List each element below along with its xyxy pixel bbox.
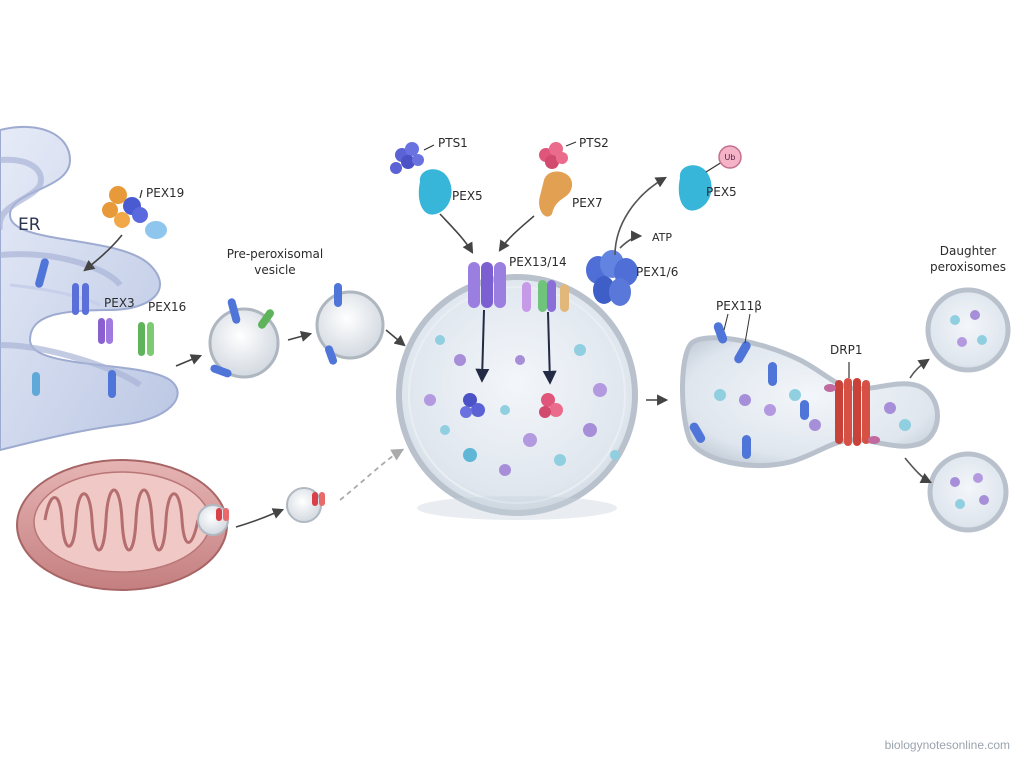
mito-derived-vesicle xyxy=(197,487,325,536)
mitochondrion-organelle xyxy=(16,459,228,591)
drp1-label: DRP1 xyxy=(830,343,863,357)
pex13-14-label: PEX13/14 xyxy=(509,255,567,269)
drp1-ring xyxy=(824,378,880,446)
er-label: ER xyxy=(18,215,41,235)
mature-peroxisome xyxy=(396,274,638,520)
pre-vesicle-label-line1: Pre-peroxisomal xyxy=(226,247,324,261)
pre-vesicle-label-line2: vesicle xyxy=(254,263,296,277)
pex1-6-complex xyxy=(586,250,638,306)
daughter-label-line1: Daughter xyxy=(939,244,997,258)
pex19-label: PEX19 xyxy=(146,186,185,200)
daughter-label-line2: peroxisomes xyxy=(930,260,1006,274)
daughter-peroxisome-2 xyxy=(927,451,1009,533)
pts1-pex5-complex xyxy=(390,142,452,215)
daughter-peroxisome-1 xyxy=(925,287,1011,373)
process-arrows xyxy=(83,176,933,528)
pex7-label: PEX7 xyxy=(572,196,603,210)
pts2-label: PTS2 xyxy=(579,136,609,150)
pex5-recycled-label: PEX5 xyxy=(706,185,737,199)
pex16-label: PEX16 xyxy=(148,300,187,314)
pre-peroxisomal-vesicle-1 xyxy=(208,298,280,379)
ub-label: Ub xyxy=(725,153,736,162)
elongating-peroxisome xyxy=(680,322,940,469)
pts2-pex7-complex xyxy=(539,141,577,217)
pex13-14-importomer xyxy=(468,262,569,312)
watermark: biologynotesonline.com xyxy=(884,738,1010,752)
recycled-pex5-ub xyxy=(678,161,723,211)
pex5-label: PEX5 xyxy=(452,189,483,203)
er-membrane xyxy=(0,125,179,452)
atp-label: ATP xyxy=(652,231,673,244)
pre-peroxisomal-vesicle-2 xyxy=(315,283,385,365)
pts1-label: PTS1 xyxy=(438,136,468,150)
pex3-label: PEX3 xyxy=(104,296,135,310)
matrix-cargo xyxy=(424,335,620,476)
pex11b-label: PEX11β xyxy=(716,299,762,313)
pex19-complex xyxy=(102,186,167,239)
pex1-6-label: PEX1/6 xyxy=(636,265,679,279)
ubiquitin-tag xyxy=(718,145,742,169)
